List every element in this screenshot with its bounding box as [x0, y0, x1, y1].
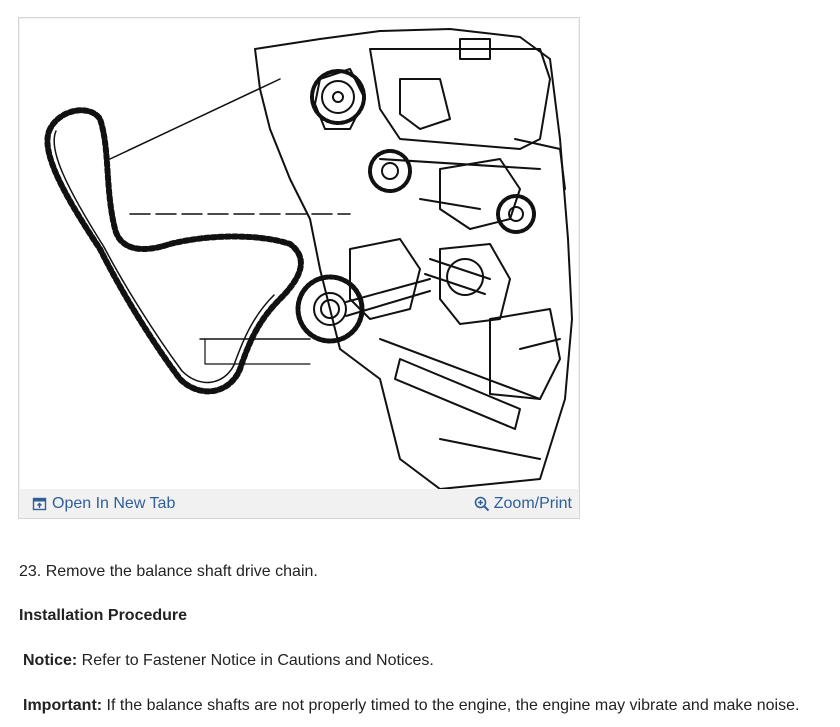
balance-shaft-chain-diagram [20, 19, 578, 489]
engine-line-drawing [44, 28, 573, 489]
zoom-print-label: Zoom/Print [493, 495, 572, 512]
figure-toolbar: Open In New Tab Zoom/Print [20, 489, 578, 518]
step-23-text: 23. Remove the balance shaft drive chain… [19, 563, 318, 580]
magnifier-plus-icon [474, 496, 489, 512]
open-new-tab-icon [32, 497, 47, 511]
notice-label: Notice: [23, 652, 78, 669]
notice-paragraph: Notice: Refer to Fastener Notice in Caut… [23, 651, 434, 671]
notice-text: Refer to Fastener Notice in Cautions and… [77, 652, 434, 669]
open-in-new-tab-link[interactable]: Open In New Tab [32, 494, 175, 514]
important-label: Important: [23, 697, 103, 714]
important-text: If the balance shafts are not properly t… [102, 697, 800, 714]
figure-container: Open In New Tab Zoom/Print [18, 17, 580, 519]
installation-procedure-heading: Installation Procedure [19, 607, 188, 624]
zoom-print-link[interactable]: Zoom/Print [474, 494, 572, 514]
important-paragraph: Important: If the balance shafts are not… [23, 696, 799, 716]
open-in-new-tab-label: Open In New Tab [52, 495, 176, 512]
